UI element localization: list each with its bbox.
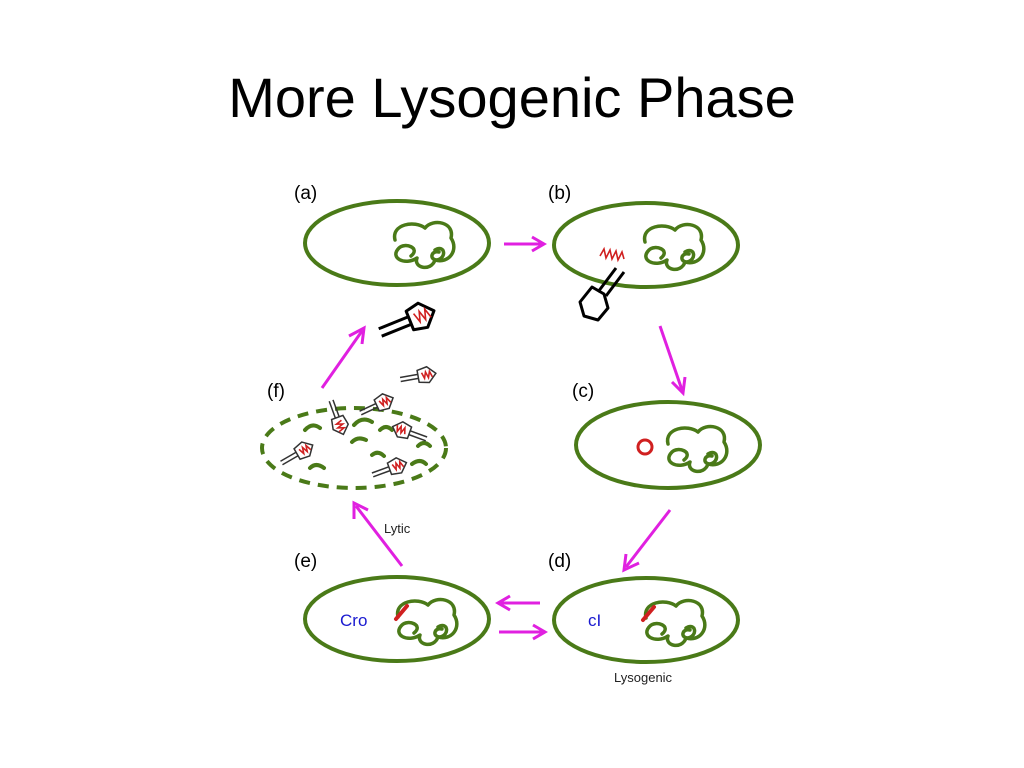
dna-fragment bbox=[308, 463, 326, 470]
phage-injecting-b bbox=[578, 267, 626, 322]
progeny-phage bbox=[371, 456, 408, 478]
dna-fragment bbox=[416, 441, 432, 448]
cro-protein-label: Cro bbox=[340, 611, 367, 630]
integrated-prophage-d bbox=[641, 605, 656, 622]
progeny-phage bbox=[391, 420, 428, 442]
panel-b: (b) bbox=[548, 183, 740, 322]
panel-a: (a) bbox=[294, 183, 491, 287]
bacterial-cell-b bbox=[552, 201, 740, 289]
panel-label-a: (a) bbox=[294, 183, 317, 204]
injected-phage-dna-b bbox=[599, 246, 625, 263]
host-chromosome-a bbox=[392, 220, 456, 270]
arrow-d-to-e bbox=[495, 594, 540, 612]
progeny-phage bbox=[399, 365, 437, 384]
panel-d: (d) cI Lysogenic bbox=[548, 551, 740, 685]
progeny-phage bbox=[359, 393, 395, 416]
panel-label-d: (d) bbox=[548, 551, 571, 572]
panel-label-c: (c) bbox=[572, 381, 594, 402]
progeny-phage bbox=[328, 399, 350, 436]
bacterial-cell-a bbox=[303, 199, 491, 287]
integrated-prophage-e bbox=[394, 604, 409, 621]
free-phage bbox=[378, 301, 436, 338]
dna-fragment bbox=[352, 417, 374, 427]
arrow-c-to-d bbox=[622, 509, 672, 573]
progeny-phage bbox=[280, 441, 314, 466]
panel-label-e: (e) bbox=[294, 551, 317, 572]
lytic-label: Lytic bbox=[384, 521, 411, 536]
slide-title: More Lysogenic Phase bbox=[228, 66, 796, 129]
lysed-cell-f bbox=[260, 406, 448, 490]
host-chromosome-c bbox=[665, 424, 729, 474]
arrow-a-to-b bbox=[504, 235, 547, 253]
lysogenic-label: Lysogenic bbox=[614, 670, 673, 685]
dna-fragment bbox=[370, 450, 386, 458]
bacterial-cell-c bbox=[574, 400, 762, 490]
host-chromosome-b bbox=[642, 222, 706, 272]
arrow-f-to-a bbox=[320, 325, 366, 389]
arrow-e-to-f bbox=[352, 500, 404, 567]
dna-fragment bbox=[410, 459, 428, 466]
arrow-b-to-c bbox=[658, 325, 687, 397]
bacterial-cell-d bbox=[552, 576, 740, 664]
dna-fragment bbox=[378, 425, 394, 432]
bacterial-cell-e bbox=[303, 575, 491, 663]
circular-phage-dna-c bbox=[636, 438, 654, 456]
panel-label-f: (f) bbox=[267, 381, 285, 402]
panel-label-b: (b) bbox=[548, 183, 571, 204]
panel-c: (c) bbox=[572, 381, 762, 490]
dna-fragment bbox=[303, 423, 322, 432]
dna-fragment bbox=[350, 436, 368, 444]
arrow-e-to-d bbox=[499, 623, 548, 641]
panel-f: (f) bbox=[260, 365, 448, 490]
panel-e: (e) Cro bbox=[294, 551, 491, 663]
ci-protein-label: cI bbox=[588, 611, 601, 630]
